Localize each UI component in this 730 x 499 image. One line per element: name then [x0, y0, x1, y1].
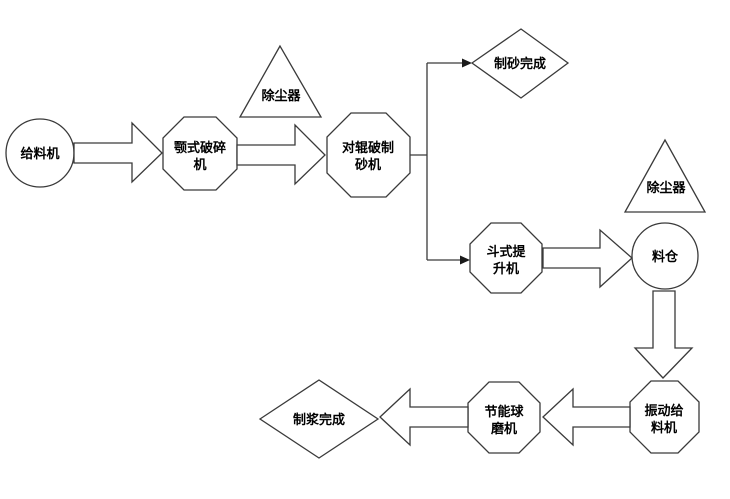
node-dust-collector-right: 除尘器 [623, 138, 707, 213]
sand-done-diamond [470, 28, 570, 99]
node-feeder: 给料机 [5, 118, 75, 188]
node-silo: 料仓 [631, 222, 699, 290]
jaw-crusher-label-line2: 机 [193, 157, 206, 173]
bucket-elevator-label-line2: 升机 [493, 261, 519, 277]
block-arrow-jaw-to-roller [236, 123, 326, 186]
node-slurry-done: 制浆完成 [258, 379, 380, 459]
arrowhead-sand-done-icon [462, 58, 472, 68]
block-arrow-feeder-to-jaw [73, 121, 163, 184]
block-arrow-vibrating-to-ballmill [542, 387, 631, 447]
dust-collector-top-triangle [238, 44, 323, 118]
node-sand-done: 制砂完成 [470, 28, 570, 99]
vibrating-feeder-label-line1: 振动给 [644, 403, 683, 419]
bucket-elevator-label-line1: 斗式提 [486, 244, 526, 260]
jaw-crusher-label-line1: 颚式破碎 [174, 140, 226, 156]
block-arrow-ballmill-to-slurry [379, 387, 469, 447]
block-arrow-silo-to-vibrating [633, 290, 694, 379]
silo-circle [631, 222, 699, 290]
node-roller-sand-maker: 对辊破制 砂机 [326, 112, 411, 198]
roller-sand-maker-label-line2: 砂机 [354, 157, 381, 173]
bucket-elevator-octagon [469, 222, 543, 294]
dust-collector-top-label: 除尘器 [261, 88, 301, 104]
silo-label: 料仓 [652, 249, 679, 265]
node-vibrating-feeder: 振动给 料机 [629, 380, 700, 454]
dust-collector-right-label: 除尘器 [646, 180, 686, 196]
slurry-done-label: 制浆完成 [293, 412, 345, 428]
arrowhead-bucket-elevator-icon [460, 255, 470, 265]
jaw-crusher-octagon [162, 116, 238, 191]
node-ball-mill: 节能球 磨机 [467, 381, 541, 454]
node-dust-collector-top: 除尘器 [238, 44, 323, 118]
node-bucket-elevator: 斗式提 升机 [469, 222, 543, 294]
ball-mill-label-line2: 磨机 [491, 421, 517, 437]
ball-mill-label-line1: 节能球 [484, 404, 524, 420]
sand-done-label: 制砂完成 [494, 56, 546, 72]
vibrating-feeder-label-line2: 料机 [651, 420, 677, 436]
feeder-label: 给料机 [20, 146, 59, 162]
block-arrow-bucket-to-silo [542, 228, 633, 289]
slurry-done-diamond [258, 379, 380, 459]
node-jaw-crusher: 颚式破碎 机 [162, 116, 238, 191]
roller-sand-maker-octagon [326, 112, 411, 198]
roller-sand-maker-label-line1: 对辊破制 [342, 140, 394, 156]
dust-collector-right-triangle [623, 138, 707, 213]
